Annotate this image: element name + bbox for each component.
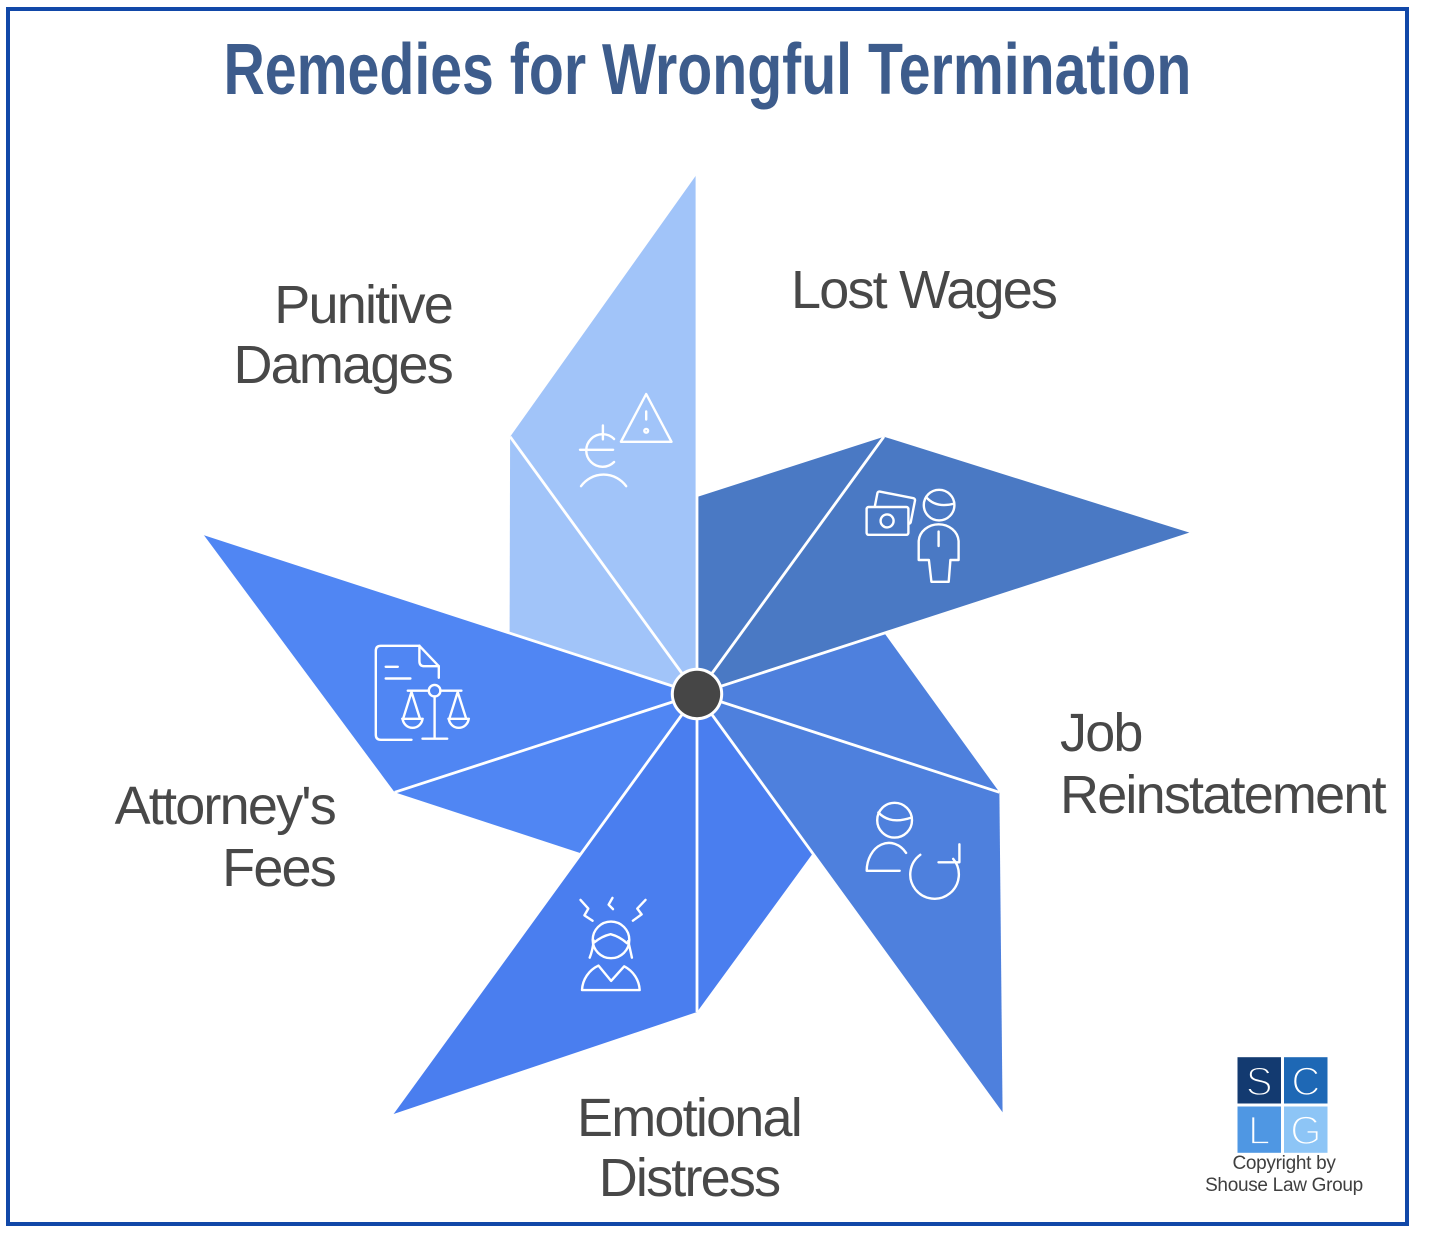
blade-attorneys-fees xyxy=(202,533,697,854)
logo-quadrant-g xyxy=(1284,1106,1328,1153)
blade-job-reinstatement xyxy=(697,633,1003,1115)
logo-letter-s: S xyxy=(1246,1060,1273,1104)
copyright-text: Copyright by Shouse Law Group xyxy=(1134,1153,1434,1196)
copyright-line-2: Shouse Law Group xyxy=(1205,1174,1363,1196)
blade-emotional-distress xyxy=(391,694,813,1115)
page-title: Remedies for Wrongful Termination xyxy=(223,30,1192,110)
blade-lost-wages xyxy=(697,436,1192,694)
seam-line xyxy=(508,435,699,695)
seam-line xyxy=(394,692,698,794)
label-job-reinstatement: Job Reinstatement xyxy=(1060,703,1387,825)
outer-frame xyxy=(6,7,1409,1226)
label-attorneys-fees: Attorney's Fees xyxy=(114,776,337,898)
seam-line xyxy=(695,435,886,695)
euro-person-warning-icon xyxy=(578,392,673,488)
document-scales-icon xyxy=(374,644,471,741)
label-punitive-damages: Punitive Damages xyxy=(233,275,453,395)
seam-line xyxy=(696,531,1192,696)
seam-line xyxy=(390,693,699,1116)
logo-letter-c: C xyxy=(1291,1060,1320,1104)
logo-letter-g: G xyxy=(1290,1109,1321,1153)
logo-quadrant-c xyxy=(1284,1057,1328,1104)
sclg-logo: S C L G xyxy=(1237,1057,1328,1154)
stressed-person-icon xyxy=(579,896,647,992)
banknotes-person-icon xyxy=(865,488,960,583)
person-refresh-icon xyxy=(865,801,961,900)
logo-quadrant-s xyxy=(1237,1057,1281,1104)
label-lost-wages: Lost Wages xyxy=(791,260,1058,320)
seam-line xyxy=(202,531,698,696)
copyright-line-1: Copyright by xyxy=(1232,1153,1336,1174)
logo-quadrant-l xyxy=(1237,1106,1281,1153)
label-emotional-distress: Emotional Distress xyxy=(577,1088,803,1208)
seam-line xyxy=(696,692,1000,794)
seam-line xyxy=(695,693,1004,1116)
center-hub-dot xyxy=(673,670,721,718)
logo-letter-l: L xyxy=(1248,1109,1270,1153)
